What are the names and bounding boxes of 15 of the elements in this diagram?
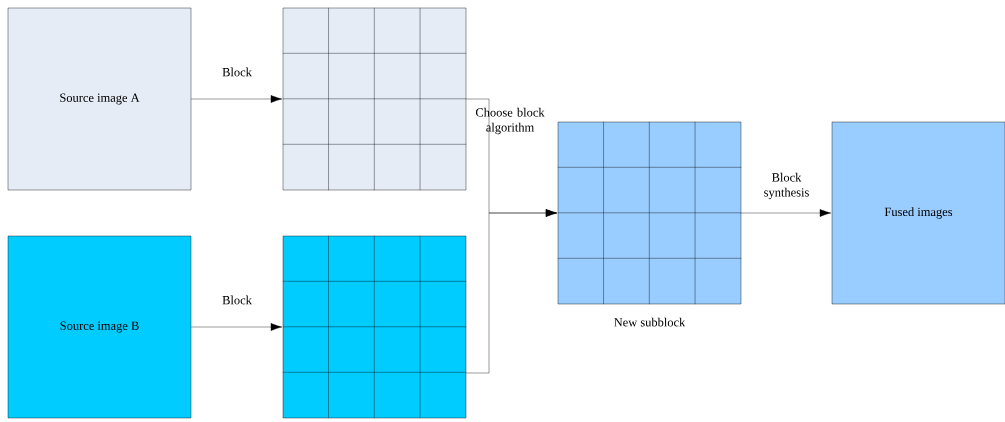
arrow — [191, 95, 283, 103]
image-box: Fused images — [831, 121, 1005, 305]
grid-image — [282, 235, 467, 419]
edge-label: Block — [222, 295, 252, 305]
edge-label: Choose block algorithm — [475, 107, 545, 135]
image-box: Source image A — [7, 7, 192, 191]
node-label: New subblock — [614, 317, 686, 327]
arrow — [466, 209, 558, 374]
arrow — [741, 209, 832, 217]
edge-label: Block synthesis — [764, 172, 809, 200]
arrow — [191, 323, 283, 331]
image-box: Source image B — [7, 235, 192, 419]
grid-image — [282, 7, 467, 191]
edge-label: Block — [222, 67, 252, 77]
grid-image — [557, 121, 742, 305]
